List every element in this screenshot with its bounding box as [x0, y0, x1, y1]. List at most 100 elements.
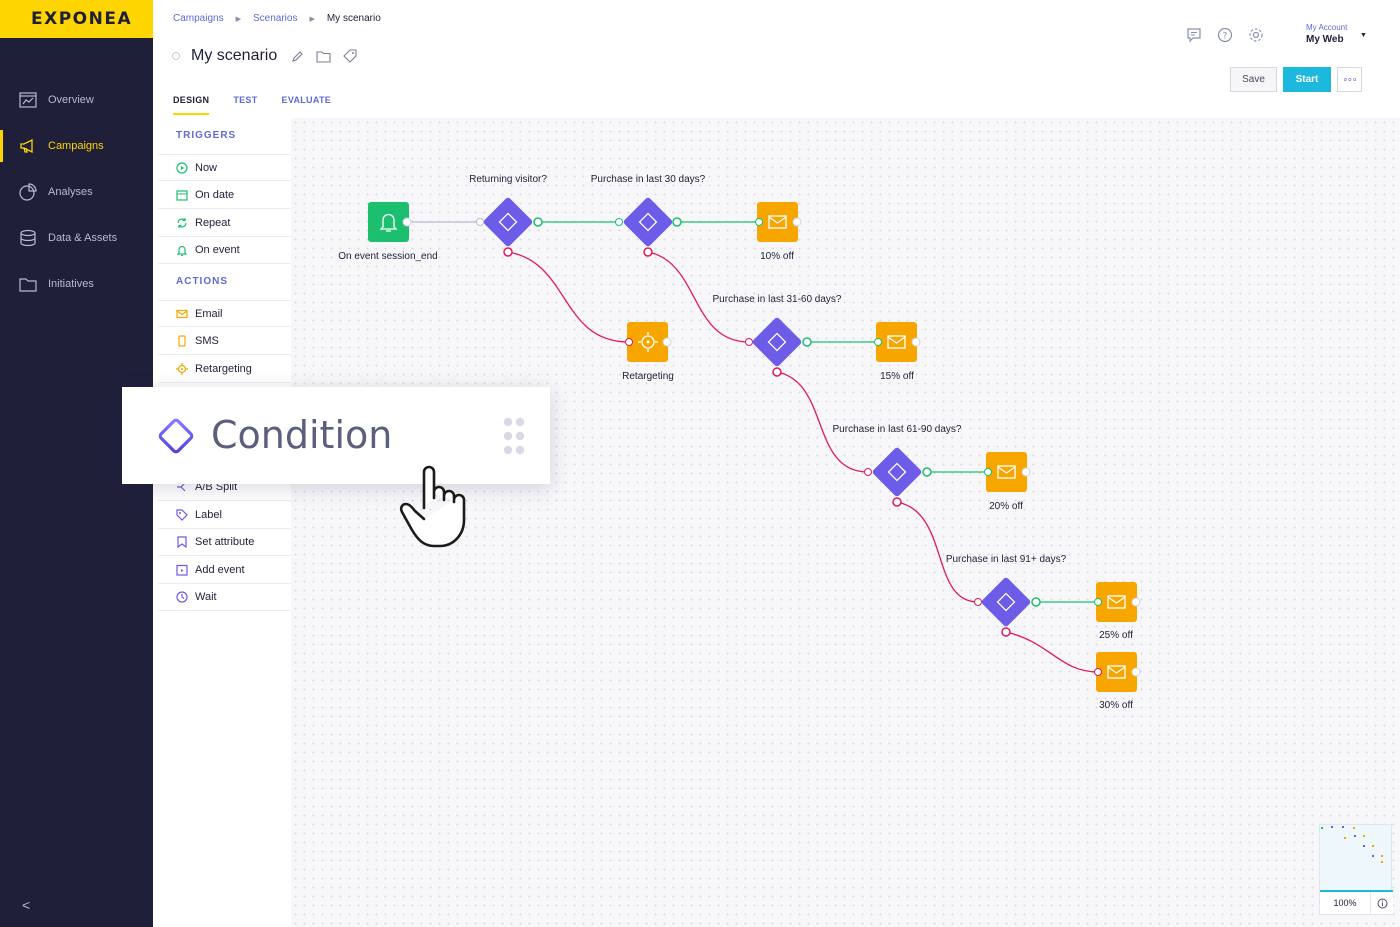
condition-node-4[interactable]	[864, 447, 932, 507]
connector-c5-no	[1005, 631, 1099, 673]
breadcrumb: Campaigns ▶ Scenarios ▶ My scenario	[173, 13, 381, 24]
phone-icon	[176, 335, 188, 347]
action-node-email-1[interactable]	[755, 202, 802, 242]
action-label: Retargeting	[622, 371, 674, 382]
bookmark-icon	[176, 536, 188, 548]
megaphone-icon	[19, 137, 37, 155]
header-icons: ?	[1186, 27, 1264, 48]
action-node-retargeting[interactable]	[625, 322, 672, 362]
condition-label: Purchase in last 91+ days?	[946, 554, 1067, 565]
pencil-icon[interactable]	[291, 50, 304, 63]
logo: EXPONEA	[0, 0, 153, 38]
node-palette: TRIGGERS Now On date Repeat On event ACT…	[158, 118, 291, 927]
dragged-condition-card[interactable]: Condition	[122, 387, 550, 484]
palette-item-ab-split[interactable]: A/B Split	[158, 474, 291, 501]
trigger-node[interactable]	[368, 202, 412, 242]
drag-handle-icon[interactable]	[502, 417, 526, 455]
tab-test[interactable]: TEST	[233, 95, 258, 105]
palette-item-label: Repeat	[195, 217, 231, 229]
sidebar-item-campaigns[interactable]: Campaigns	[0, 126, 153, 166]
sidebar-item-label: Overview	[48, 94, 94, 106]
action-label: 15% off	[880, 371, 914, 382]
sidebar-item-label: Data & Assets	[48, 232, 118, 244]
caret-down-icon: ▼	[1360, 32, 1367, 39]
breadcrumb-campaigns[interactable]: Campaigns	[173, 13, 224, 24]
info-icon[interactable]	[1370, 892, 1393, 914]
condition-node-5[interactable]	[974, 577, 1041, 637]
sidebar-item-data-assets[interactable]: Data & Assets	[0, 218, 153, 258]
palette-item-email[interactable]: Email	[158, 300, 291, 327]
palette-item-wait[interactable]: Wait	[158, 584, 291, 611]
sidebar-item-overview[interactable]: Overview	[0, 80, 153, 120]
minimap-preview	[1321, 826, 1383, 863]
save-button[interactable]: Save	[1230, 67, 1277, 92]
connector-c2-no	[647, 251, 750, 343]
repeat-icon	[176, 217, 188, 229]
sidebar-item-analyses[interactable]: Analyses	[0, 172, 153, 212]
sidebar-item-label: Campaigns	[48, 140, 104, 152]
actions-heading: ACTIONS	[176, 276, 228, 287]
action-node-email-4[interactable]	[1094, 582, 1141, 622]
folder-icon[interactable]	[316, 50, 331, 63]
folder-icon	[19, 275, 37, 293]
tab-evaluate[interactable]: EVALUATE	[281, 95, 332, 105]
diamond-icon	[158, 418, 194, 454]
more-button[interactable]: ∘∘∘	[1337, 67, 1362, 92]
start-button[interactable]: Start	[1283, 67, 1331, 92]
condition-node-1[interactable]	[476, 197, 543, 257]
zoom-level[interactable]: 100%	[1333, 898, 1357, 908]
palette-item-label: Label	[195, 509, 222, 521]
action-label: 30% off	[1099, 700, 1133, 711]
action-node-email-3[interactable]	[984, 452, 1031, 492]
overview-icon	[19, 91, 37, 109]
chevron-right-icon: ▶	[235, 15, 241, 23]
condition-label: Purchase in last 30 days?	[591, 174, 706, 185]
flow-canvas[interactable]: On event session_end Returning visitor? …	[291, 118, 1400, 927]
comment-icon[interactable]	[1186, 27, 1202, 48]
palette-item-now[interactable]: Now	[158, 154, 291, 181]
palette-item-repeat[interactable]: Repeat	[158, 210, 291, 237]
palette-item-label: Add event	[195, 564, 245, 576]
status-dot	[172, 52, 180, 60]
palette-item-on-event[interactable]: On event	[158, 237, 291, 264]
palette-item-label: Wait	[195, 591, 217, 603]
email-icon	[176, 308, 188, 320]
play-icon	[176, 161, 188, 174]
page-title: My scenario	[191, 47, 278, 64]
palette-item-add-event[interactable]: Add event	[158, 557, 291, 584]
palette-item-label-node[interactable]: Label	[158, 502, 291, 529]
palette-item-label: Now	[195, 161, 218, 174]
tag-icon	[176, 509, 188, 521]
palette-item-label: Email	[195, 307, 223, 320]
condition-node-2[interactable]	[615, 197, 682, 257]
pie-chart-icon	[19, 183, 37, 201]
title-row: My scenario	[172, 47, 369, 65]
tag-icon[interactable]	[343, 49, 357, 63]
account-menu[interactable]: My Account My Web ▼	[1306, 23, 1367, 45]
condition-node-3[interactable]	[745, 317, 812, 377]
collapse-sidebar-button[interactable]: <	[22, 897, 31, 913]
palette-item-on-date[interactable]: On date	[158, 182, 291, 209]
action-node-email-2[interactable]	[874, 322, 921, 362]
help-icon[interactable]: ?	[1217, 27, 1233, 48]
palette-item-label: On date	[195, 189, 235, 201]
palette-item-label: Set attribute	[195, 536, 255, 548]
tab-design[interactable]: DESIGN	[173, 95, 210, 115]
palette-item-retargeting[interactable]: Retargeting	[158, 356, 291, 383]
account-name: My Web	[1306, 34, 1344, 45]
palette-item-label: A/B Split	[195, 481, 238, 493]
condition-label: Purchase in last 61-90 days?	[833, 424, 962, 435]
svg-text:?: ?	[1223, 32, 1228, 42]
tabs: DESIGN TEST EVALUATE	[173, 95, 355, 115]
palette-item-sms[interactable]: SMS	[158, 328, 291, 355]
sidebar-item-initiatives[interactable]: Initiatives	[0, 264, 153, 304]
zoom-bar: 100%	[1320, 890, 1393, 914]
breadcrumb-scenarios[interactable]: Scenarios	[252, 13, 298, 24]
palette-item-set-attribute[interactable]: Set attribute	[158, 529, 291, 556]
gear-icon[interactable]	[1248, 27, 1264, 48]
split-icon	[176, 481, 188, 493]
connector-c1-no	[507, 251, 630, 343]
minimap[interactable]: 100%	[1319, 824, 1393, 915]
action-label: 10% off	[760, 251, 794, 262]
action-node-email-5[interactable]	[1094, 652, 1141, 692]
